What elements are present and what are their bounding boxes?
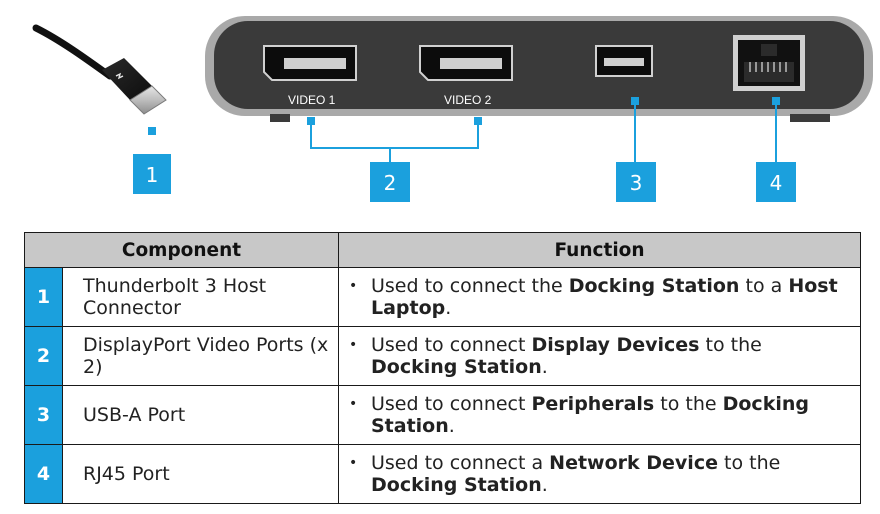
function-text-bold: Peripherals [531,393,655,415]
function-text-run: to the [699,334,762,356]
callout-3: 3 [616,162,656,202]
svg-text:2: 2 [384,171,397,195]
component-name: DisplayPort Video Ports (x 2) [62,326,339,386]
function-cell: • Used to connect the Docking Station to … [338,267,861,327]
displayport-2-icon [419,45,513,81]
component-name: USB-A Port [62,385,339,445]
row-number-badge: 4 [24,444,63,504]
video-1-label: VIDEO 1 [288,93,336,107]
component-column-header: Component [24,232,339,268]
function-text-bold: Display Devices [531,334,700,356]
function-text-run: Used to connect a [371,452,550,474]
function-text-run: Used to connect [371,393,532,415]
svg-text:4: 4 [770,171,783,195]
function-text-run: . [541,474,548,496]
function-cell: • Used to connect a Network Device to the… [338,444,861,504]
function-column-header: Function [338,232,861,268]
bullet-icon: • [349,278,358,294]
svg-text:1: 1 [146,163,159,187]
displayport-1-icon [263,45,357,81]
table-row: 1 Thunderbolt 3 Host Connector • Used to … [24,267,861,327]
function-text-run: Used to connect the [371,275,569,297]
callout-4: 4 [756,162,796,202]
function-text-bold: Network Device [549,452,718,474]
table-header-row: Component Function [24,232,861,268]
function-text-run: to the [717,452,781,474]
table-row: 2 DisplayPort Video Ports (x 2) • Used to… [24,326,861,386]
function-text-bold: Docking Station [568,275,740,297]
docking-station-icon: VIDEO 1 VIDEO 2 [205,16,873,122]
table-row: 3 USB-A Port • Used to connect Peripheral… [24,385,861,445]
function-text-run: . [445,297,452,319]
function-text: Used to connect a Network Device to the … [371,452,854,496]
function-cell: • Used to connect Peripherals to the Dock… [338,385,861,445]
row-number-badge: 3 [24,385,63,445]
function-text-run: . [448,415,455,437]
function-text: Used to connect Peripherals to the Docki… [371,393,854,437]
row-number-badge: 2 [24,326,63,386]
thunderbolt-cable-icon [32,24,167,115]
callout-1: 1 [133,154,171,194]
function-text-run: . [541,356,548,378]
usb-a-port-icon [595,45,653,77]
bullet-icon: • [349,455,358,471]
rj45-port-icon [733,35,805,91]
callout-2: 2 [370,162,410,202]
function-text: Used to connect the Docking Station to a… [371,275,854,319]
callout-leaders [148,97,780,162]
function-text-bold: Host Laptop [371,275,838,319]
function-text-run: to a [739,275,789,297]
svg-text:3: 3 [630,171,643,195]
function-text-bold: Docking Station [371,393,809,437]
function-text-bold: Docking Station [371,356,542,378]
component-table: Component Function 1 Thunderbolt 3 Host … [24,232,861,504]
function-text: Used to connect Display Devices to the D… [371,334,854,378]
function-cell: • Used to connect Display Devices to the … [338,326,861,386]
bullet-icon: • [349,337,358,353]
row-number-badge: 1 [24,267,63,327]
bullet-icon: • [349,396,358,412]
product-illustration: VIDEO 1 VIDEO 2 1 2 3 4 [32,16,873,202]
component-name: Thunderbolt 3 Host Connector [62,267,339,327]
function-text-run: Used to connect [371,334,532,356]
table-row: 4 RJ45 Port • Used to connect a Network D… [24,444,861,504]
function-text-run: to the [654,393,723,415]
function-text-bold: Docking Station [371,474,542,496]
component-name: RJ45 Port [62,444,339,504]
video-2-label: VIDEO 2 [444,93,492,107]
